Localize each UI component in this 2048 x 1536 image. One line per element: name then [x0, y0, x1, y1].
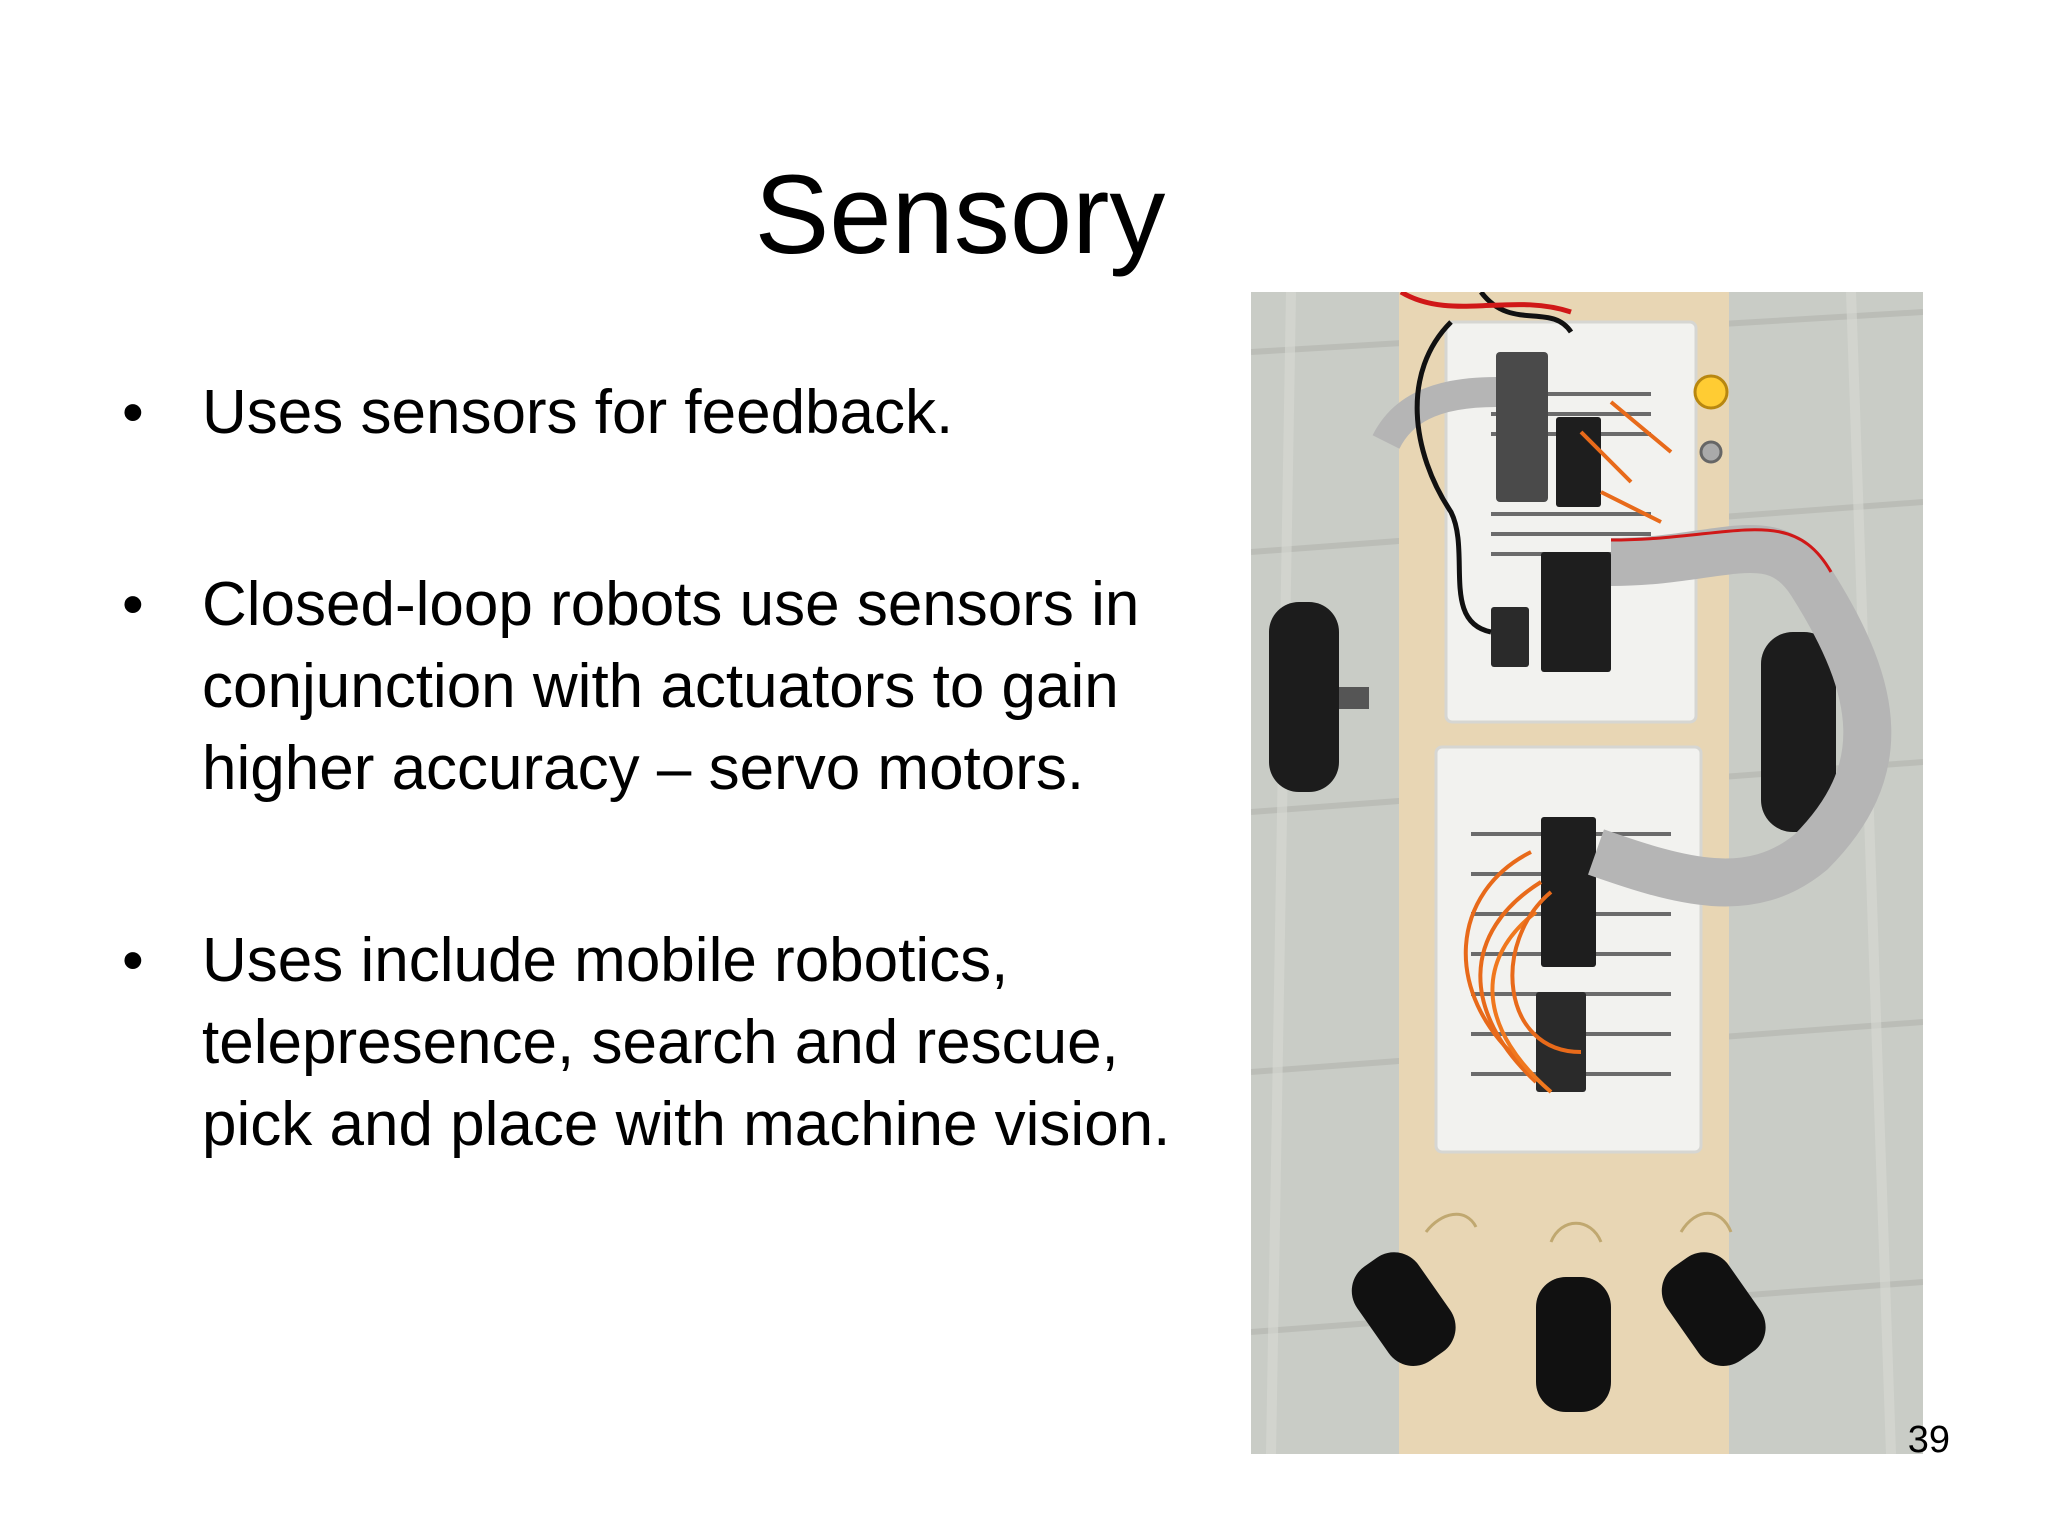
chip: [1556, 417, 1601, 507]
led: [1693, 374, 1729, 410]
chip: [1491, 607, 1529, 667]
bullet-marker: •: [122, 926, 144, 995]
toggle-switch: [1699, 440, 1723, 464]
bullet-marker: •: [122, 570, 144, 639]
bullet-item: • Closed-loop robots use sensors in conj…: [110, 564, 1210, 810]
robot-photo: [1250, 289, 1924, 1455]
ribbon-stripe: [1610, 528, 1833, 573]
chip: [1541, 817, 1596, 967]
slide-title: Sensory: [754, 152, 1166, 277]
page-number: 39: [1907, 1419, 1950, 1461]
floor-highlights: [1266, 291, 1896, 1455]
sensor-leads: [1424, 1211, 1733, 1243]
right-wheel: [1761, 632, 1836, 832]
robot-illustration: [1250, 289, 1924, 1455]
chip-socket: [1496, 352, 1548, 502]
bullet-text: Uses include mobile robotics, telepresen…: [202, 926, 1171, 1159]
bullet-item: • Uses sensors for feedback.: [110, 372, 1210, 454]
bullet-marker: •: [122, 378, 144, 447]
bullet-list: • Uses sensors for feedback. • Closed-lo…: [110, 372, 1210, 1276]
left-wheel: [1269, 602, 1339, 792]
chip: [1536, 992, 1586, 1092]
photo-sensors: [1351, 1252, 1766, 1412]
ribbon-cable: [1372, 377, 1497, 450]
bullet-text: Uses sensors for feedback.: [202, 378, 954, 447]
bullet-item: • Uses include mobile robotics, telepres…: [110, 920, 1210, 1166]
chip: [1541, 552, 1611, 672]
left-axle: [1339, 687, 1369, 709]
ribbon-cable: [1588, 524, 1892, 907]
orange-wires: [1463, 400, 1673, 1094]
bullet-text: Closed-loop robots use sensors in conjun…: [202, 570, 1140, 803]
black-red-wires: [1399, 289, 1574, 635]
